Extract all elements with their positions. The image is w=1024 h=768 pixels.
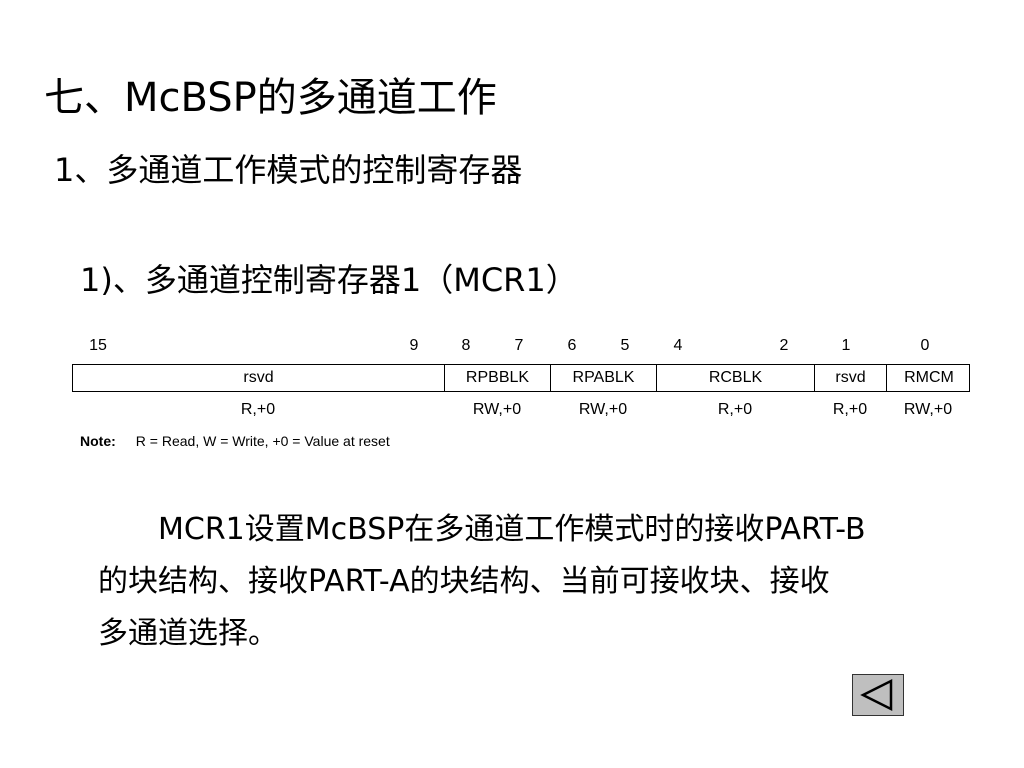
field-rmcm: RMCM <box>904 369 954 386</box>
register-fields-row: rsvd RPBBLK RPABLK RCBLK rsvd RMCM <box>72 364 970 392</box>
bit-label-15: 15 <box>89 337 107 354</box>
access-rcblk: R,+0 <box>717 401 753 418</box>
field-rsvd-low: rsvd <box>815 365 887 391</box>
note-label: Note: <box>80 433 116 449</box>
slide-title: 七、McBSP的多通道工作 <box>44 75 497 121</box>
register-diagram: 15 9 8 7 6 5 4 2 1 0 rsvd RPBBLK RPABLK … <box>72 336 972 456</box>
paragraph-line-2: 的块结构、接收PART-A的块结构、当前可接收块、接收 <box>98 564 830 599</box>
field-rpablk: RPABLK <box>551 365 657 391</box>
field-rsvd-high: rsvd <box>73 365 445 391</box>
access-rpbblk: RW,+0 <box>472 401 522 418</box>
note-text: R = Read, W = Write, +0 = Value at reset <box>135 433 390 449</box>
bit-label-0: 0 <box>920 337 930 354</box>
description-paragraph: MCR1设置McBSP在多通道工作模式时的接收PART-B 的块结构、接收PAR… <box>98 504 948 660</box>
register-note: Note: R = Read, W = Write, +0 = Value at … <box>80 432 390 450</box>
bit-label-8: 8 <box>461 337 471 354</box>
bit-label-5: 5 <box>620 337 630 354</box>
bit-label-9: 9 <box>409 337 419 354</box>
bit-label-2: 2 <box>779 337 789 354</box>
back-button[interactable] <box>852 674 904 716</box>
access-rsvd-high: R,+0 <box>240 401 276 418</box>
paragraph-line-3: 多通道选择。 <box>98 616 278 651</box>
triangle-left-icon <box>860 678 893 712</box>
bit-label-4: 4 <box>673 337 683 354</box>
bit-label-7: 7 <box>514 337 524 354</box>
field-rcblk: RCBLK <box>657 365 815 391</box>
access-rmcm: RW,+0 <box>903 401 953 418</box>
field-rpbblk: RPBBLK <box>445 365 551 391</box>
access-rsvd-low: R,+0 <box>832 401 868 418</box>
bit-label-1: 1 <box>841 337 851 354</box>
section-heading: 1)、多通道控制寄存器1（MCR1） <box>80 261 578 299</box>
bit-label-6: 6 <box>567 337 577 354</box>
slide-subtitle: 1、多通道工作模式的控制寄存器 <box>54 151 523 189</box>
paragraph-line-1-text: MCR1设置McBSP在多通道工作模式时的接收PART-B <box>158 512 866 547</box>
paragraph-line-1: MCR1设置McBSP在多通道工作模式时的接收PART-B <box>98 504 948 556</box>
access-rpablk: RW,+0 <box>578 401 628 418</box>
